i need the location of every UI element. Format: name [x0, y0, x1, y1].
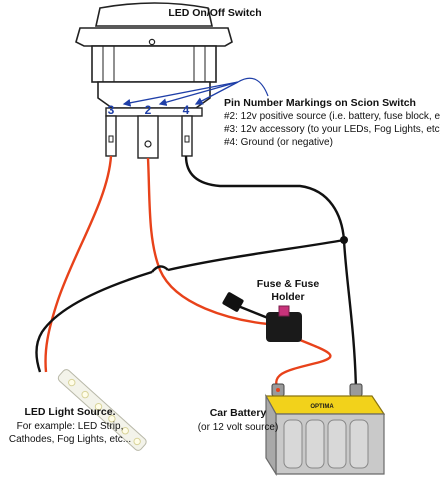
arrow-to-pin-3: [122, 81, 239, 107]
pin-arrows: [122, 77, 269, 107]
led-example-line2: Cathodes, Fog Lights, etc...: [9, 434, 131, 445]
switch-body: [91, 45, 217, 83]
pin3-description: #3: 12v accessory (to your LEDs, Fog Lig…: [224, 124, 440, 135]
wire-ground-to-led: [35, 270, 153, 373]
rocker-switch: 3 2 4: [75, 2, 233, 159]
terminal-3: [105, 115, 117, 157]
fuse-title-line2: Holder: [271, 291, 304, 303]
ground-junction-dot: [340, 236, 348, 244]
wire-pin3-to-led: [44, 155, 113, 373]
led-title: LED Light Source.: [24, 406, 115, 418]
arrow-leader: [237, 77, 269, 97]
wire-crossover-hop: [151, 265, 169, 273]
pins-title: Pin Number Markings on Scion Switch: [224, 97, 416, 109]
fuse-cap: [222, 292, 244, 312]
terminal-4: [181, 115, 193, 157]
led-strip: [57, 369, 147, 451]
fuse-holder: [222, 292, 302, 342]
wire-pin2-to-fuse: [146, 157, 269, 326]
fuse-body: [266, 312, 302, 342]
pin-number-4: 4: [183, 103, 190, 117]
wire-fuse-to-battery: [275, 338, 332, 391]
wire-junction-to-battery: [342, 239, 358, 393]
car-battery: OPTIMA: [264, 383, 386, 477]
switch-rocker: [95, 2, 213, 27]
battery-brand: OPTIMA: [310, 404, 334, 410]
wires: [35, 155, 358, 393]
led-example-line1: For example: LED Strip,: [17, 421, 124, 432]
battery-title: Car Battery: [210, 407, 267, 419]
pin-number-3: 3: [108, 103, 115, 117]
pin4-description: #4: Ground (or negative): [224, 137, 333, 148]
battery-terminal-negative: [349, 383, 363, 397]
pin2-description: #2: 12v positive source (i.e. battery, f…: [224, 111, 440, 122]
terminal-2: [137, 115, 159, 159]
wire-pin4-ground: [184, 155, 346, 241]
switch-bezel: [75, 27, 233, 47]
wire-junction-to-led: [167, 238, 345, 272]
arrow-to-pin-2: [158, 81, 239, 106]
fuse-title-line1: Fuse & Fuse: [257, 278, 320, 290]
fuse-element: [278, 305, 290, 317]
arrow-to-pin-4: [194, 81, 239, 105]
battery-subtitle: (or 12 volt source): [198, 422, 279, 433]
switch-title: LED On/Off Switch: [168, 7, 261, 19]
pin-number-2: 2: [145, 103, 152, 117]
switch-indicator-dot: [148, 38, 156, 46]
